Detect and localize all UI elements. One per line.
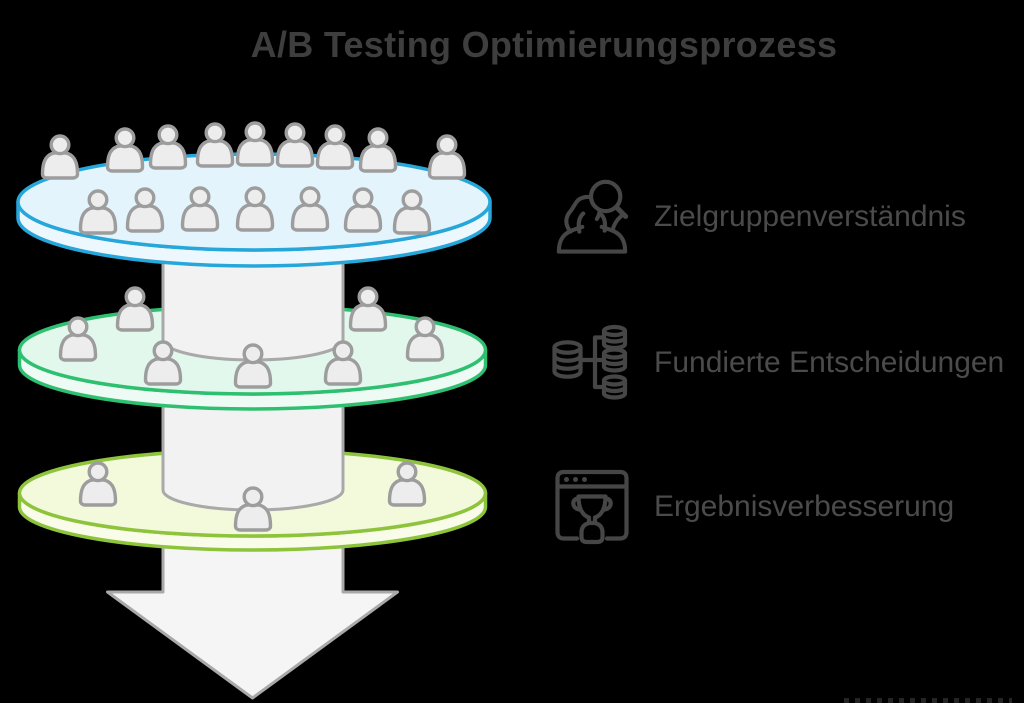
person-icon — [148, 124, 188, 170]
person-icon — [180, 186, 220, 232]
legend-item-fundierte-entscheidungen: Fundierte Entscheidungen — [552, 320, 1004, 402]
database-branch-icon — [552, 321, 632, 401]
item-label: Zielgruppenverständnis — [654, 200, 966, 233]
person-icon — [115, 286, 155, 332]
person-icon — [387, 461, 427, 507]
person-icon — [195, 122, 235, 168]
person-icon — [343, 187, 383, 233]
person-icon — [315, 124, 355, 170]
browser-trophy-icon — [552, 465, 632, 545]
funnel-diagram — [16, 121, 492, 700]
person-icon — [78, 461, 118, 507]
item-label: Ergebnisverbesserung — [654, 490, 955, 523]
person-icon — [233, 343, 273, 389]
person-icon — [78, 189, 118, 235]
person-icon — [405, 316, 445, 362]
person-icon — [392, 189, 432, 235]
legend-item-zielgruppenverstaendnis: Zielgruppenverständnis — [552, 174, 966, 256]
person-icon — [58, 316, 98, 362]
person-icon — [125, 187, 165, 233]
person-icon — [233, 486, 273, 532]
person-icon — [40, 134, 80, 180]
cropped-watermark — [844, 698, 1012, 703]
item-label: Fundierte Entscheidungen — [654, 346, 1005, 379]
person-icon — [427, 134, 467, 180]
person-icon — [105, 127, 145, 173]
person-icon — [235, 186, 275, 232]
audience-search-icon — [552, 175, 632, 255]
person-icon — [358, 127, 398, 173]
person-icon — [323, 340, 363, 386]
person-icon — [143, 340, 183, 386]
legend-item-ergebnisverbesserung: Ergebnisverbesserung — [552, 464, 954, 546]
page-title: A/B Testing Optimierungsprozess — [250, 24, 838, 65]
person-icon — [235, 121, 275, 167]
person-icon — [275, 122, 315, 168]
person-icon — [348, 286, 388, 332]
person-icon — [290, 186, 330, 232]
